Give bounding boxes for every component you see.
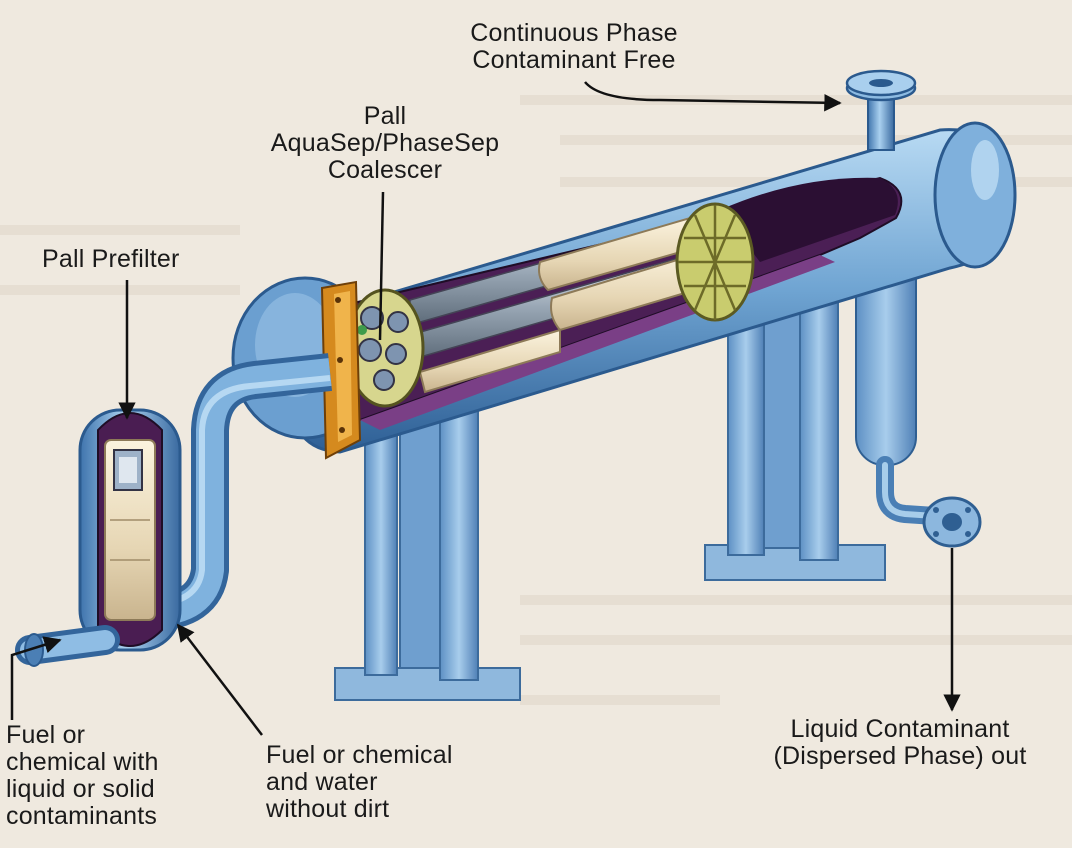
vessel-head-flange <box>320 280 362 460</box>
vessel-supports <box>334 284 886 701</box>
label-inlet: Fuel or chemical with liquid or solid co… <box>6 721 159 830</box>
outlet-nozzle <box>845 69 917 151</box>
label-outlet: Liquid Contaminant (Dispersed Phase) out <box>773 715 1027 770</box>
annotation-arrows <box>10 81 961 736</box>
drain-flange <box>922 496 982 548</box>
label-continuous-phase: Continuous Phase Contaminant Free <box>470 19 678 74</box>
label-prefilter: Pall Prefilter <box>42 245 180 273</box>
label-intermediate: Fuel or chemical and water without dirt <box>266 741 453 823</box>
prefilter-vessel <box>78 408 182 652</box>
inlet-pipe <box>15 625 120 667</box>
label-coalescer: Pall AquaSep/PhaseSep Coalescer <box>270 102 500 184</box>
coalescer-elements <box>345 202 755 408</box>
